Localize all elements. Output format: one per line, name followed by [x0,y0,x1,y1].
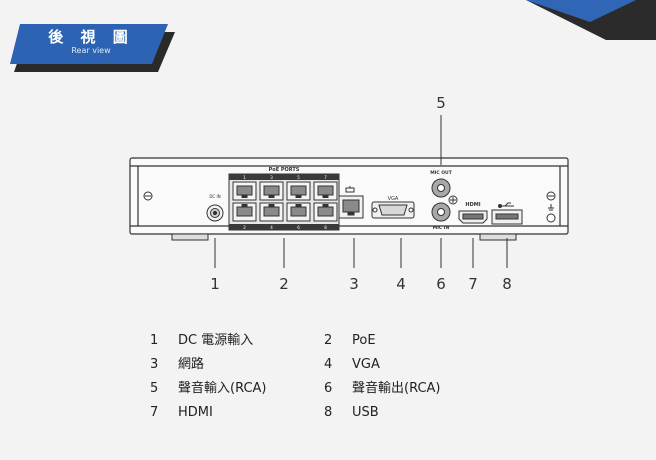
corner-decoration [526,0,656,40]
feet [171,233,517,241]
legend-number: 7 [150,405,159,420]
legend-number: 4 [324,357,333,372]
badge-text: 後 視 圖 Rear view [36,28,146,56]
callout-leaders [214,115,508,268]
poe-port-number: 1 [243,175,246,180]
usb-icon [498,202,514,208]
callout-5: 5 [436,94,446,112]
callout-numbers: 5 1 2 3 4 6 7 8 [210,94,512,293]
poe-port [259,181,284,201]
legend-number: 2 [324,333,333,348]
poe-port-number: 8 [324,225,327,230]
dc-power-port [206,204,224,222]
poe-port [259,202,284,222]
legend-text: VGA [352,357,380,372]
poe-port-number: 4 [270,225,273,230]
callout-8: 8 [502,275,512,293]
poe-port [286,202,311,222]
page-subtitle: Rear view [71,46,111,55]
poe-port [286,181,311,201]
network-port [338,195,364,219]
legend-text: DC 電源輸入 [178,333,254,348]
legend-text: 網路 [178,357,205,372]
legend-text: 聲音輸入(RCA) [178,381,267,396]
poe-port [313,181,338,201]
vga-port [371,201,415,219]
usb-port [491,209,523,225]
legend-text: USB [352,405,379,420]
legend-number: 1 [150,333,159,348]
page-title: 後 視 圖 [48,28,134,46]
rear-panel-diagram: DC IN PoE PORTS 1 3 5 7 2 4 6 8 VGA MIC OUT MIC… [129,94,569,293]
callout-7: 7 [468,275,478,293]
poe-port-number: 3 [270,175,273,180]
poe-port-number: 7 [324,175,327,180]
poe-label: PoE PORTS [269,167,300,173]
audio-out-port [431,178,451,198]
vga-label: VGA [388,196,399,202]
screw-icon [143,191,556,201]
poe-port [232,181,257,201]
mic-in-label: MIC IN [433,225,450,231]
poe-port-number: 5 [297,175,300,180]
poe-port [313,202,338,222]
poe-port [232,202,257,222]
poe-port-number: 2 [243,225,246,230]
legend-text: HDMI [178,405,213,420]
legend-number: 3 [150,357,159,372]
callout-4: 4 [396,275,406,293]
ground-icon [546,204,556,223]
callout-2: 2 [279,275,289,293]
poe-port-number: 6 [297,225,300,230]
legend-text: PoE [352,333,376,348]
mic-out-label: MIC OUT [430,170,453,176]
network-icon [345,186,355,193]
dc-label: DC IN [209,194,220,199]
legend-number: 8 [324,405,333,420]
legend-number: 6 [324,381,333,396]
poe-ports: 1 3 5 7 2 4 6 8 [232,175,338,230]
legend-text: 聲音輸出(RCA) [352,381,441,396]
legend: 1 DC 電源輸入 2 PoE 3 網路 4 VGA 5 聲音輸入(RCA) 6… [150,333,472,421]
callout-1: 1 [210,275,220,293]
hdmi-port [458,210,488,224]
hdmi-label: HDMI [465,202,480,208]
legend-number: 5 [150,381,159,396]
callout-6: 6 [436,275,446,293]
callout-3: 3 [349,275,359,293]
title-badge [10,24,175,72]
ground-screw-icon [448,195,458,205]
audio-in-port [431,202,451,222]
